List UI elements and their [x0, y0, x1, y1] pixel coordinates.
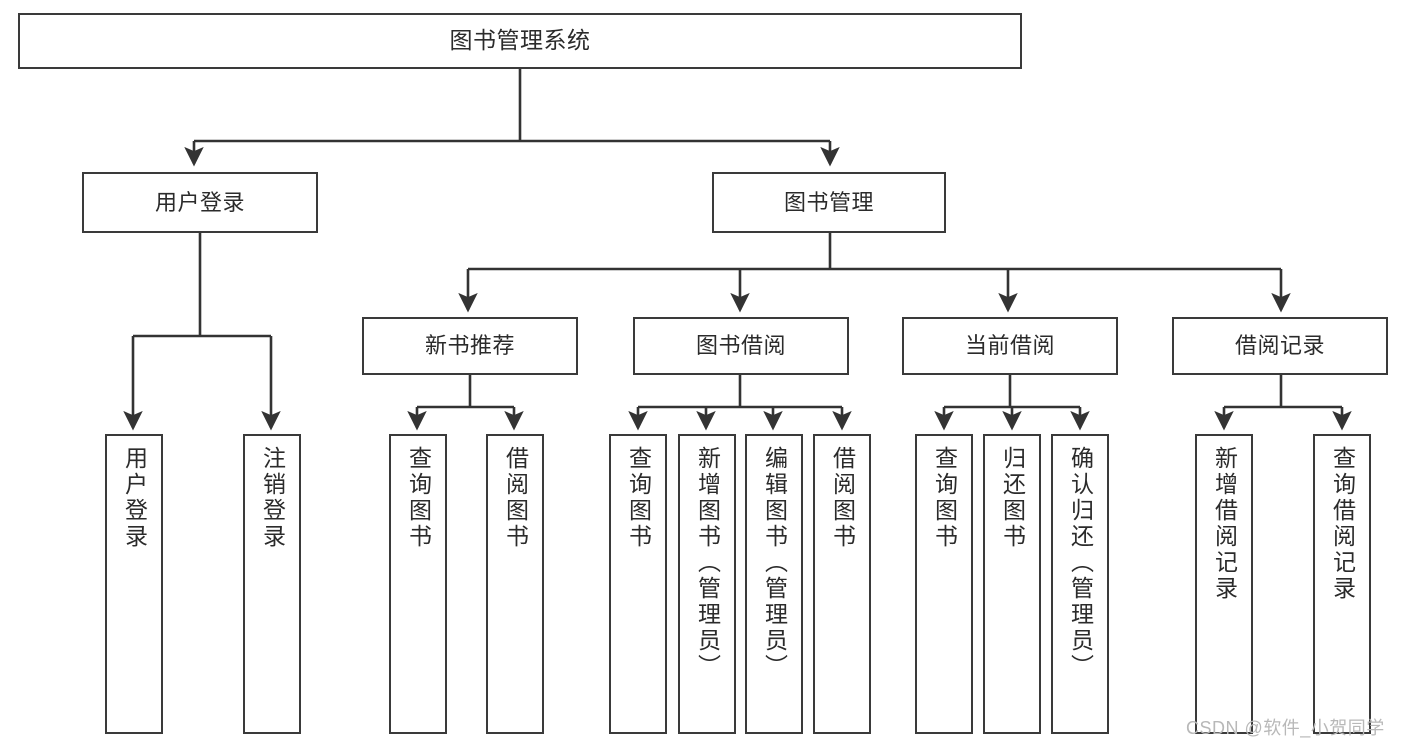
node-leaf-edit-book-label: 编辑图书（管理员） [761, 446, 788, 680]
node-leaf-logout[interactable]: 注销登录 [243, 434, 301, 734]
node-book-manage[interactable]: 图书管理 [712, 172, 946, 233]
node-current-borrow-label: 当前借阅 [964, 333, 1055, 359]
node-leaf-query-book-2-label: 查询图书 [625, 446, 652, 550]
node-leaf-borrow-book-1-label: 借阅图书 [502, 446, 529, 550]
node-borrow-record-label: 借阅记录 [1234, 333, 1325, 359]
node-book-manage-label: 图书管理 [783, 189, 874, 215]
node-book-borrow-label: 图书借阅 [695, 333, 786, 359]
node-leaf-confirm-return[interactable]: 确认归还（管理员） [1051, 434, 1109, 734]
node-leaf-confirm-return-label: 确认归还（管理员） [1067, 446, 1094, 680]
node-book-borrow[interactable]: 图书借阅 [633, 317, 849, 375]
node-new-book-rec-label: 新书推荐 [424, 333, 515, 359]
node-leaf-add-book-label: 新增图书（管理员） [694, 446, 721, 680]
node-leaf-add-record-label: 新增借阅记录 [1211, 446, 1238, 602]
node-leaf-borrow-book-2[interactable]: 借阅图书 [813, 434, 871, 734]
node-user-login[interactable]: 用户登录 [82, 172, 318, 233]
node-leaf-query-record[interactable]: 查询借阅记录 [1313, 434, 1371, 734]
node-leaf-query-book-1-label: 查询图书 [405, 446, 432, 550]
node-current-borrow[interactable]: 当前借阅 [902, 317, 1118, 375]
node-leaf-add-record[interactable]: 新增借阅记录 [1195, 434, 1253, 734]
node-leaf-borrow-book-2-label: 借阅图书 [829, 446, 856, 550]
node-borrow-record[interactable]: 借阅记录 [1172, 317, 1388, 375]
node-root-label: 图书管理系统 [449, 27, 591, 54]
node-root[interactable]: 图书管理系统 [18, 13, 1022, 69]
node-new-book-rec[interactable]: 新书推荐 [362, 317, 578, 375]
node-leaf-user-login[interactable]: 用户登录 [105, 434, 163, 734]
node-leaf-query-book-3-label: 查询图书 [931, 446, 958, 550]
node-leaf-query-book-2[interactable]: 查询图书 [609, 434, 667, 734]
node-leaf-query-book-1[interactable]: 查询图书 [389, 434, 447, 734]
node-leaf-logout-label: 注销登录 [259, 446, 286, 550]
node-leaf-return-book[interactable]: 归还图书 [983, 434, 1041, 734]
node-leaf-user-login-label: 用户登录 [121, 446, 148, 550]
node-user-login-label: 用户登录 [154, 189, 245, 215]
node-leaf-return-book-label: 归还图书 [999, 446, 1026, 550]
node-leaf-query-book-3[interactable]: 查询图书 [915, 434, 973, 734]
node-leaf-query-record-label: 查询借阅记录 [1329, 446, 1356, 602]
csdn-watermark: CSDN @软件_小贺同学 [1186, 718, 1385, 738]
node-leaf-add-book[interactable]: 新增图书（管理员） [678, 434, 736, 734]
node-leaf-borrow-book-1[interactable]: 借阅图书 [486, 434, 544, 734]
node-leaf-edit-book[interactable]: 编辑图书（管理员） [745, 434, 803, 734]
